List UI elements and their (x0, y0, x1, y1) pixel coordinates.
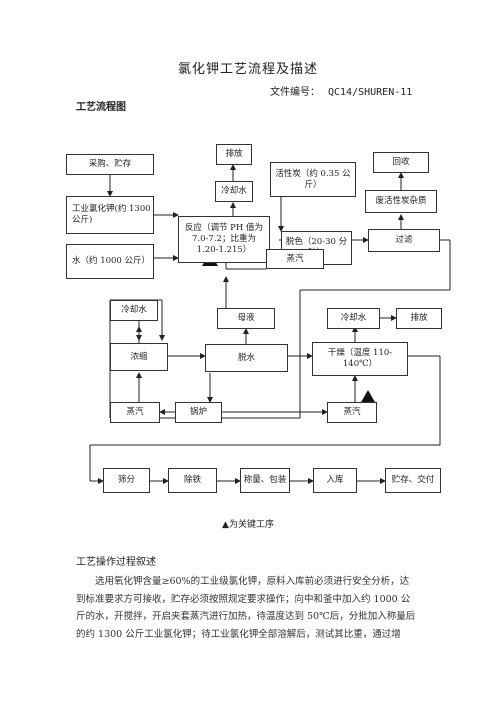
section-title: 工艺流程图 (76, 102, 126, 113)
box-store-deliver: 贮存、交付 (385, 468, 441, 493)
box-steam-bottom-left: 蒸汽 (110, 402, 160, 423)
box-activated-carbon: 活性炭（约 0.35 公斤） (270, 162, 356, 197)
box-reaction: 反应（调节 PH 值为 7.0-7.2；比重为 1.20-1.215） (178, 216, 270, 263)
box-mother-liquor: 母液 (217, 308, 275, 329)
description-paragraph: 选用氧化钾含量≥60%的工业级氯化钾，原料入库前必须进行安全分析，达到标准要求方… (76, 576, 416, 640)
box-cooling-water-left: 冷却水 (110, 300, 158, 321)
key-process-marker-dry (360, 390, 376, 404)
doc-number-value: QC14/SHUREN-11 (328, 87, 413, 98)
box-iron-removal: 除铁 (168, 468, 217, 493)
box-recovery: 回收 (373, 152, 429, 173)
page-title: 氯化钾工艺流程及描述 (177, 62, 318, 77)
legend-key-process: ▲为关键工序 (222, 520, 274, 530)
box-sieve: 筛分 (103, 468, 150, 493)
box-boiler: 锅炉 (175, 402, 222, 423)
box-discharge-top: 排放 (216, 144, 252, 165)
box-dry: 干燥（温度 110-140℃） (312, 342, 408, 376)
box-filter: 过滤 (368, 229, 440, 252)
doc-number: 文件编号： QC14/SHUREN-11 (270, 83, 412, 98)
box-water: 水（约 1000 公斤） (66, 244, 154, 279)
box-cooling-water-top: 冷却水 (215, 181, 253, 202)
box-warehousing: 入库 (313, 468, 357, 493)
box-discharge-right: 排放 (396, 308, 442, 329)
box-weigh-pack: 称量、包装 (240, 468, 290, 493)
description-heading: 工艺操作过程叙述 (76, 557, 156, 568)
box-cooling-water-right: 冷却水 (327, 308, 380, 329)
box-steam-mid: 蒸汽 (266, 249, 324, 269)
box-dewater: 脱水 (205, 344, 288, 372)
box-steam-bottom-right: 蒸汽 (327, 402, 377, 423)
box-industrial-kcl: 工业氯化钾(约 1300 公斤) (66, 196, 154, 234)
box-waste-carbon: 废活性炭杂质 (365, 190, 437, 213)
box-purchase-storage: 采购、贮存 (66, 154, 154, 175)
doc-number-label: 文件编号： (270, 87, 320, 98)
box-concentrate: 浓缩 (110, 343, 168, 371)
